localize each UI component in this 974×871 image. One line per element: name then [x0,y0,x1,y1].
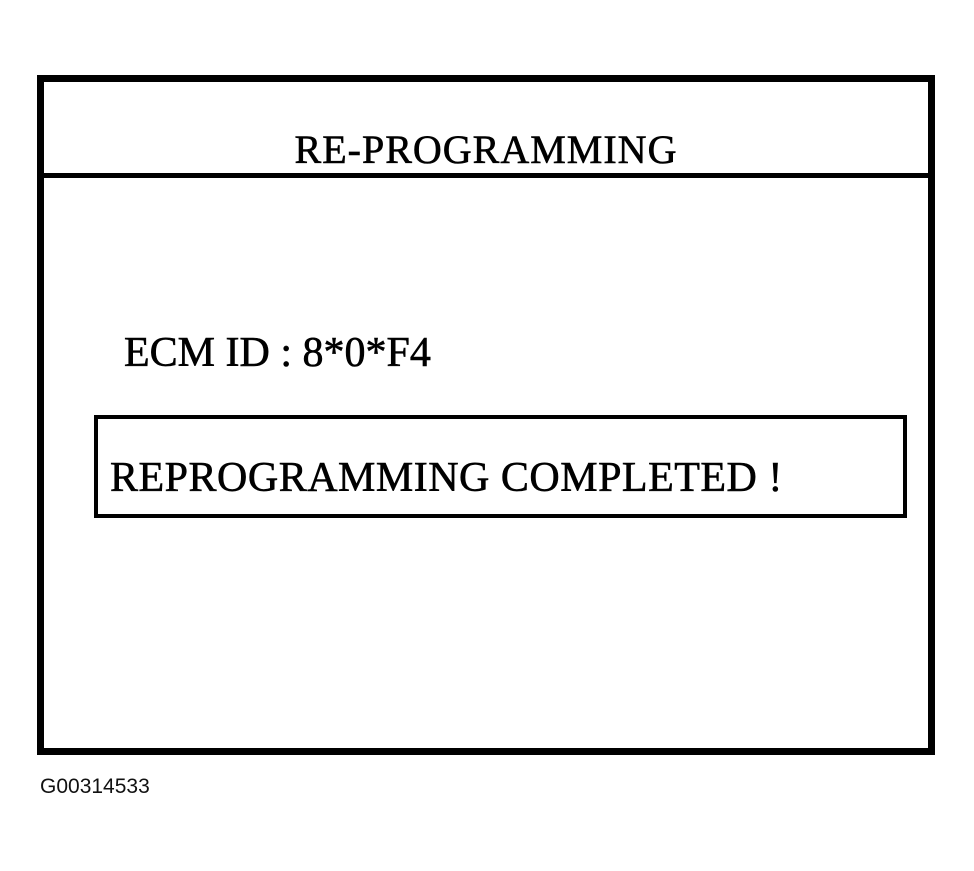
status-message-box: REPROGRAMMING COMPLETED ! [94,415,907,518]
screen-title: RE-PROGRAMMING [294,127,678,172]
scan-tool-screen: RE-PROGRAMMING ECM ID : 8*0*F4 REPROGRAM… [37,75,935,755]
status-message: REPROGRAMMING COMPLETED ! [110,455,783,501]
ecm-id-label: ECM ID : 8*0*F4 [124,330,431,376]
figure-id: G00314533 [40,775,150,798]
title-bar: RE-PROGRAMMING [44,82,928,178]
